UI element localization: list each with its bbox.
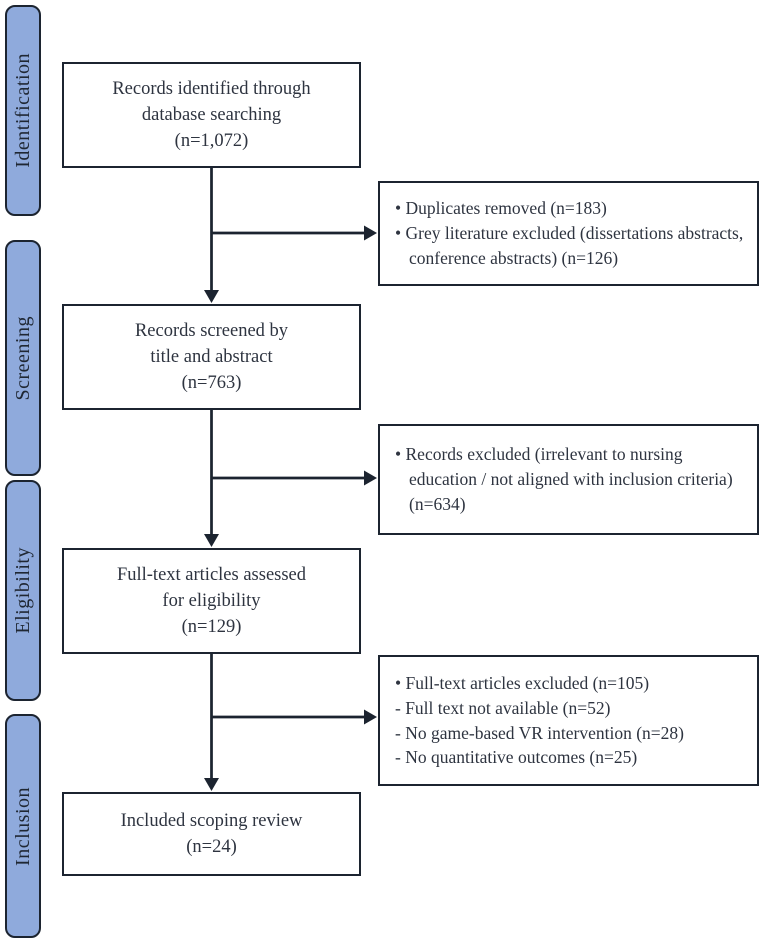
arrowhead-right-3 — [364, 709, 377, 725]
box-records-screened: Records screened by title and abstract (… — [62, 304, 361, 410]
stage-label: Screening — [11, 315, 34, 401]
arrowhead-down-3 — [204, 778, 219, 791]
arrowhead-down-2 — [204, 534, 219, 547]
exclusion-line: - Full text not available (n=52) — [395, 697, 611, 718]
box-records-identified: Records identified through database sear… — [62, 62, 361, 168]
exclusion-line: • Grey literature excluded (dissertation… — [395, 223, 744, 268]
arrowhead-right-2 — [364, 470, 377, 486]
stage-eligibility: Eligibility — [5, 480, 41, 701]
box-text: Records screened by title and abstract (… — [134, 320, 289, 394]
box-included: Included scoping review (n=24) — [62, 792, 361, 876]
box-records-excluded: • Records excluded (irrelevant to nursin… — [378, 424, 759, 535]
box-text: Records identified through database sear… — [112, 78, 311, 152]
stage-inclusion: Inclusion — [5, 714, 41, 938]
stage-identification: Identification — [5, 5, 41, 216]
stage-label: Eligibility — [11, 547, 34, 634]
exclusion-line: • Duplicates removed (n=183) — [395, 198, 607, 219]
box-fulltext-excluded: • Full-text articles excluded (n=105) - … — [378, 655, 759, 786]
exclusion-line: - No quantitative outcomes (n=25) — [395, 747, 638, 768]
arrowhead-down-1 — [204, 290, 219, 303]
box-duplicates-removed: • Duplicates removed (n=183) • Grey lite… — [378, 181, 759, 286]
box-fulltext-assessed: Full-text articles assessed for eligibil… — [62, 548, 361, 654]
box-text: Full-text articles assessed for eligibil… — [116, 564, 307, 638]
exclusion-line: - No game-based VR intervention (n=28) — [395, 722, 684, 743]
box-text: Included scoping review (n=24) — [120, 810, 303, 857]
stage-screening: Screening — [5, 240, 41, 476]
stage-label: Inclusion — [11, 786, 34, 866]
stage-label: Identification — [11, 53, 34, 168]
arrowhead-right-1 — [364, 225, 377, 241]
exclusion-line: • Records excluded (irrelevant to nursin… — [395, 444, 733, 514]
exclusion-line: • Full-text articles excluded (n=105) — [395, 672, 650, 693]
